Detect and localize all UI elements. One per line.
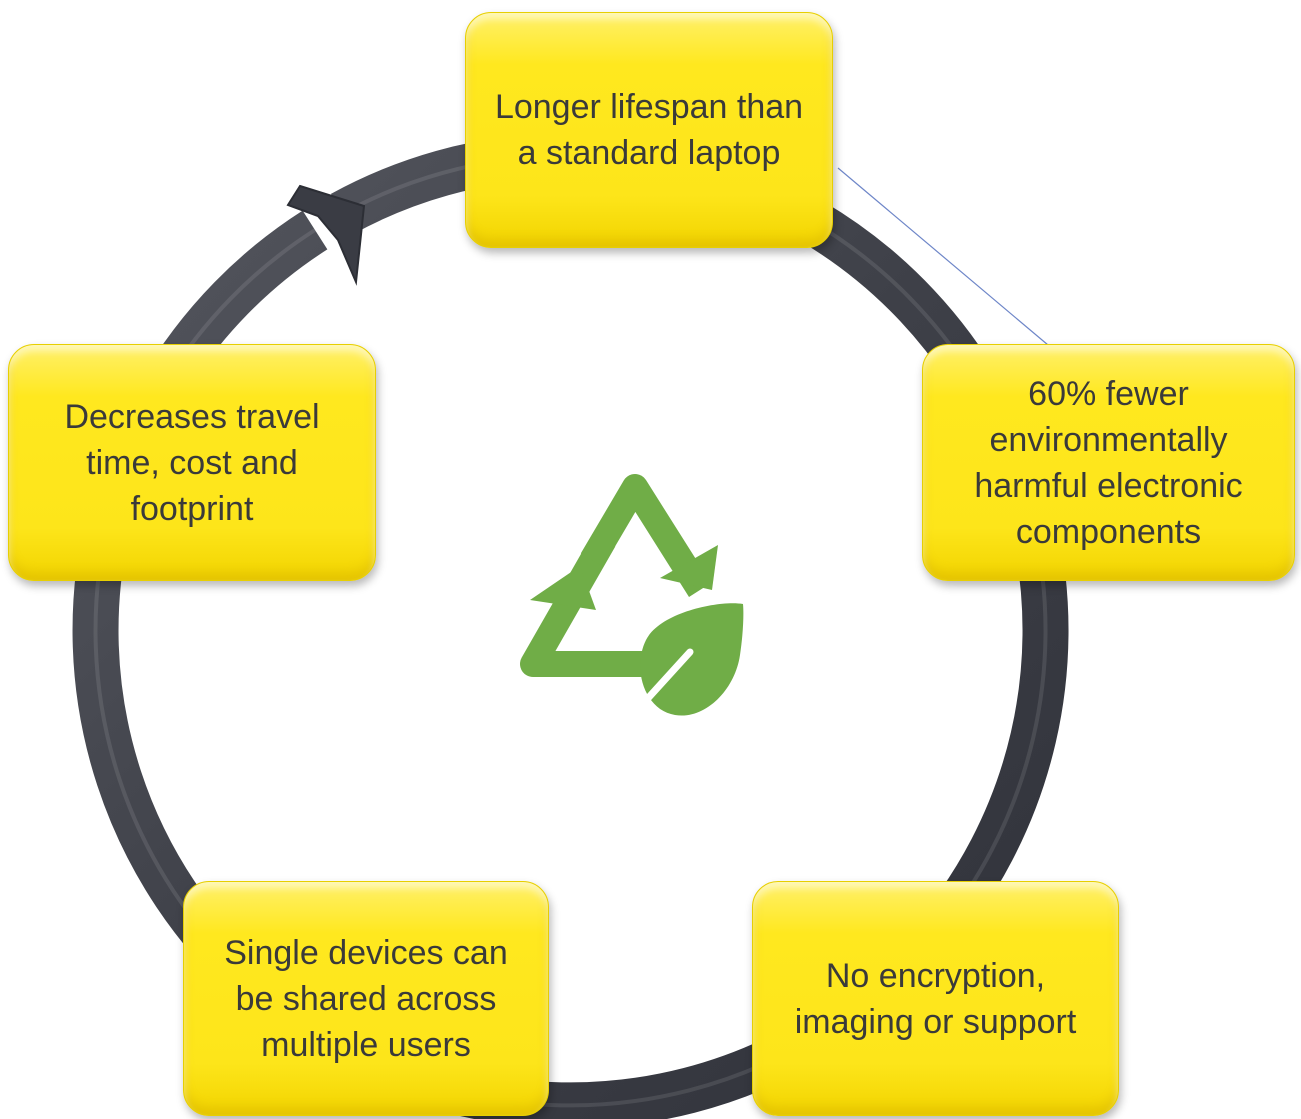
step-node-left: Decreases travel time, cost and footprin… [8,344,376,581]
cycle-arrowhead-icon [286,184,366,286]
step-node-label: Decreases travel time, cost and footprin… [64,397,320,528]
recycle-leaf-icon [520,474,744,722]
step-node-label: Single devices can be shared across mult… [224,933,508,1064]
step-node-label: 60% fewer environmentally harmful electr… [974,374,1243,551]
step-node-bottom-right: No encryption, imaging or support [752,881,1119,1116]
connector-line [837,167,1049,346]
step-node-right: 60% fewer environmentally harmful electr… [922,344,1295,581]
step-node-label: No encryption, imaging or support [794,956,1077,1041]
step-node-top: Longer lifespan than a standard laptop [465,12,833,248]
step-node-bottom-left: Single devices can be shared across mult… [183,881,549,1116]
step-node-label: Longer lifespan than a standard laptop [494,88,804,172]
